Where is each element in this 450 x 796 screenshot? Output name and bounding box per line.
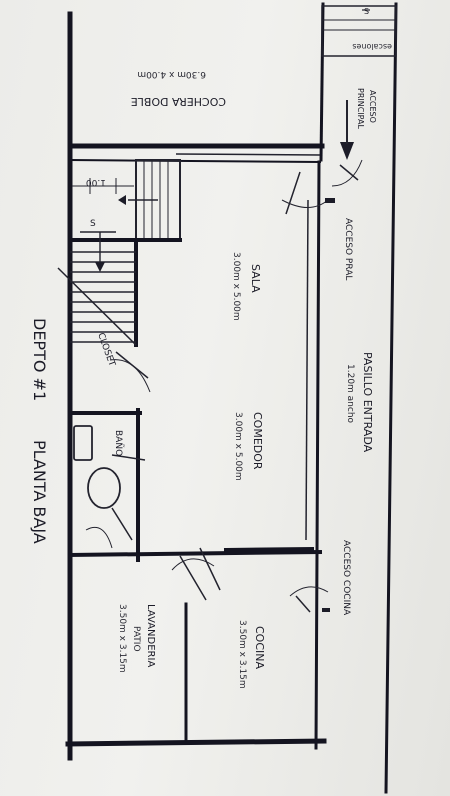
toilet-tank-icon — [73, 425, 93, 461]
house-front-wall — [68, 158, 322, 164]
steps-s-label: S — [364, 7, 369, 16]
plan-title-line2: PLANTA BAJA — [30, 440, 49, 544]
laundry-sub: PATIO — [131, 626, 141, 652]
closet-door-swing — [109, 359, 151, 393]
stair-lower-treads — [70, 251, 136, 343]
toilet-bowl-icon — [87, 467, 121, 509]
kitchen-access-door-swing — [289, 586, 329, 597]
closet-name: CLOSET — [95, 332, 117, 369]
kitchen-name: COCINA — [253, 626, 266, 669]
outer-wall-right — [384, 2, 398, 794]
main-door-arrow-icon — [325, 198, 335, 203]
stair-break-line — [57, 267, 137, 346]
corridor-wall — [314, 160, 321, 750]
garage-name: COCHERA DOBLE — [131, 95, 226, 108]
living-size: 3.00m x 5.00m — [231, 252, 241, 321]
entry-door-swing — [331, 159, 363, 187]
hallway-name: PASILLO ENTRADA — [361, 352, 374, 453]
front-wall-inner-line — [175, 153, 321, 156]
access-main-short: ACCESO PRAL — [343, 218, 353, 280]
kitchen-door-leaf — [199, 547, 221, 591]
laundry-name: LAVANDERIA — [145, 604, 156, 667]
access-kitchen-label: ACCESO COCINA — [341, 540, 351, 616]
stair-width-label: 1.00 — [86, 177, 106, 187]
garage-size: 6.30m x 4.00m — [137, 69, 206, 79]
service-wall — [67, 549, 323, 558]
kitchen-top-wall — [223, 546, 315, 553]
bath-door-leaf — [111, 454, 146, 461]
bath-name: BAÑO — [113, 430, 124, 456]
corridor-wall-inner — [305, 199, 309, 541]
kitchen-access-door-leaf — [295, 595, 311, 613]
main-door-swing — [281, 199, 329, 208]
main-door-leaf — [285, 171, 301, 215]
stair-arrow-upper-icon — [118, 195, 126, 205]
steps-label: escalones — [352, 42, 392, 51]
kitchen-access-arrow-icon — [322, 608, 330, 612]
bath-door-swing — [85, 526, 113, 549]
plan-title-line1: DEPTO #1 — [30, 318, 49, 401]
laundry-door-swing — [171, 558, 215, 571]
dining-name: COMEDOR — [251, 412, 264, 470]
stair-s-label: S — [90, 219, 96, 229]
steps-box — [321, 5, 397, 57]
hallway-width: 1.20m ancho — [345, 364, 355, 424]
main-access-label-1: ACCESO — [368, 90, 377, 123]
main-access-label-2: PRINCIPAL — [356, 88, 365, 129]
bath-door-leaf-2 — [111, 507, 133, 541]
laundry-door-leaf — [179, 555, 207, 601]
entry-door-leaf — [339, 164, 359, 181]
stair-arrowhead-icon — [95, 262, 105, 272]
main-entry-arrow-icon — [340, 142, 354, 160]
kitchen-size: 3.50m x 3.15m — [237, 620, 247, 689]
dining-size: 3.00m x 5.00m — [233, 412, 243, 481]
outer-wall-bottom — [65, 738, 327, 747]
laundry-size: 3.50m x 3.15m — [117, 604, 127, 673]
living-name: SALA — [249, 264, 262, 293]
